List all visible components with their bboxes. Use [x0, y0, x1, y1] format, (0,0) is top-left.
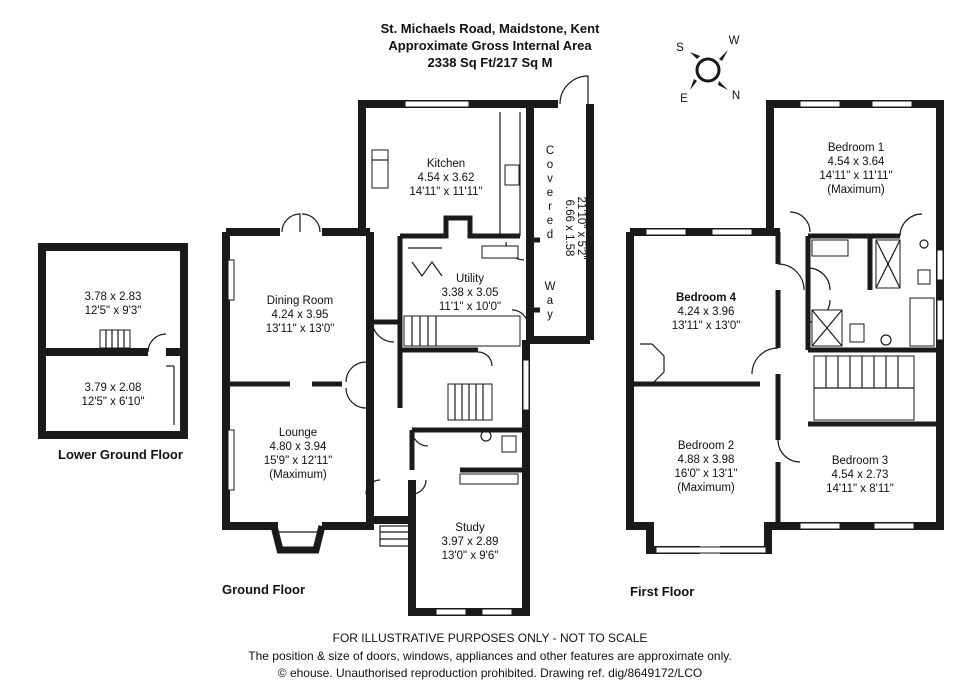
copyright-text: © ehouse. Unauthorised reproduction proh…	[277, 666, 703, 680]
ground-floor: Kitchen 4.54 x 3.62 14'11" x 11'11" Util…	[222, 75, 594, 616]
lower-room-b-imp: 12'5" x 6'10"	[81, 396, 144, 408]
dining-name: Dining Room	[267, 295, 333, 307]
lower-room-a-dim: 3.78 x 2.83	[85, 291, 142, 303]
study-imp: 13'0" x 9'6"	[442, 550, 499, 562]
lower-ground-floor-label: Lower Ground Floor	[58, 447, 183, 462]
covered-way-dim: 6.66 x 1.58	[563, 200, 575, 257]
bedroom-4-imp: 13'11" x 13'0"	[672, 320, 741, 332]
lounge-name: Lounge	[279, 427, 317, 439]
bedroom-1-dim: 4.54 x 3.64	[828, 156, 886, 168]
bedroom-3-name: Bedroom 3	[832, 455, 888, 467]
bedroom-2-imp: 16'0" x 13'1"	[674, 468, 737, 480]
address-title: St. Michaels Road, Maidstone, Kent	[380, 21, 600, 36]
kitchen-imp: 14'11" x 11'11"	[409, 186, 482, 198]
svg-text:e: e	[547, 187, 553, 199]
bedroom-2-name: Bedroom 2	[678, 440, 734, 452]
bedroom-1-imp: 14'11" x 11'11"	[819, 170, 892, 182]
covered-way-label: C o v e r e d W a y 6.66 x 1.58 21'10" x…	[545, 145, 587, 321]
dining-dim: 4.24 x 3.95	[272, 309, 329, 321]
compass-s: S	[676, 42, 684, 54]
disclaimer-text: The position & size of doors, windows, a…	[248, 649, 732, 663]
kitchen-dim: 4.54 x 3.62	[418, 172, 475, 184]
lounge-imp: 15'9" x 12'11"	[264, 455, 333, 467]
utility-name: Utility	[456, 273, 484, 285]
svg-text:C: C	[546, 145, 554, 157]
bedroom-4-name: Bedroom 4	[676, 292, 737, 304]
compass-icon: S W E N	[676, 35, 740, 105]
bedroom-4-dim: 4.24 x 3.96	[678, 306, 735, 318]
svg-text:y: y	[547, 309, 553, 321]
lower-room-b-dim: 3.79 x 2.08	[85, 382, 142, 394]
first-floor: Bedroom 1 4.54 x 3.64 14'11" x 11'11" (M…	[626, 100, 944, 599]
ground-floor-label: Ground Floor	[222, 582, 305, 597]
svg-text:v: v	[547, 173, 553, 185]
bedroom-1-note: (Maximum)	[827, 184, 885, 196]
utility-dim: 3.38 x 3.05	[442, 287, 499, 299]
area-title: Approximate Gross Internal Area	[388, 38, 592, 53]
bedroom-2-note: (Maximum)	[677, 482, 735, 494]
lower-room-a-imp: 12'5" x 9'3"	[85, 305, 142, 317]
lower-ground-floor: 3.78 x 2.83 12'5" x 9'3" 3.79 x 2.08 12'…	[38, 243, 188, 462]
dining-imp: 13'11" x 13'0"	[266, 323, 335, 335]
bedroom-1-name: Bedroom 1	[828, 142, 884, 154]
compass-n: N	[732, 90, 740, 102]
svg-text:o: o	[547, 159, 553, 171]
study-dim: 3.97 x 2.89	[442, 536, 499, 548]
svg-text:d: d	[547, 229, 553, 241]
svg-text:r: r	[548, 201, 552, 213]
area-value: 2338 Sq Ft/217 Sq M	[427, 55, 553, 70]
lounge-dim: 4.80 x 3.94	[270, 441, 328, 453]
first-floor-label: First Floor	[630, 584, 694, 599]
svg-text:W: W	[545, 281, 556, 293]
kitchen-name: Kitchen	[427, 158, 465, 170]
bedroom-3-dim: 4.54 x 2.73	[832, 469, 889, 481]
covered-way-imp: 21'10" x 5'2"	[575, 196, 587, 259]
disclaimer-title: FOR ILLUSTRATIVE PURPOSES ONLY - NOT TO …	[332, 631, 648, 645]
svg-text:e: e	[547, 215, 553, 227]
bedroom-3-imp: 14'11" x 8'11"	[826, 483, 894, 495]
compass-e: E	[680, 93, 688, 105]
compass-w: W	[729, 35, 740, 47]
lounge-note: (Maximum)	[269, 469, 327, 481]
utility-imp: 11'1" x 10'0"	[439, 301, 501, 313]
bedroom-2-dim: 4.88 x 3.98	[678, 454, 735, 466]
study-name: Study	[455, 522, 485, 534]
svg-text:a: a	[547, 295, 554, 307]
